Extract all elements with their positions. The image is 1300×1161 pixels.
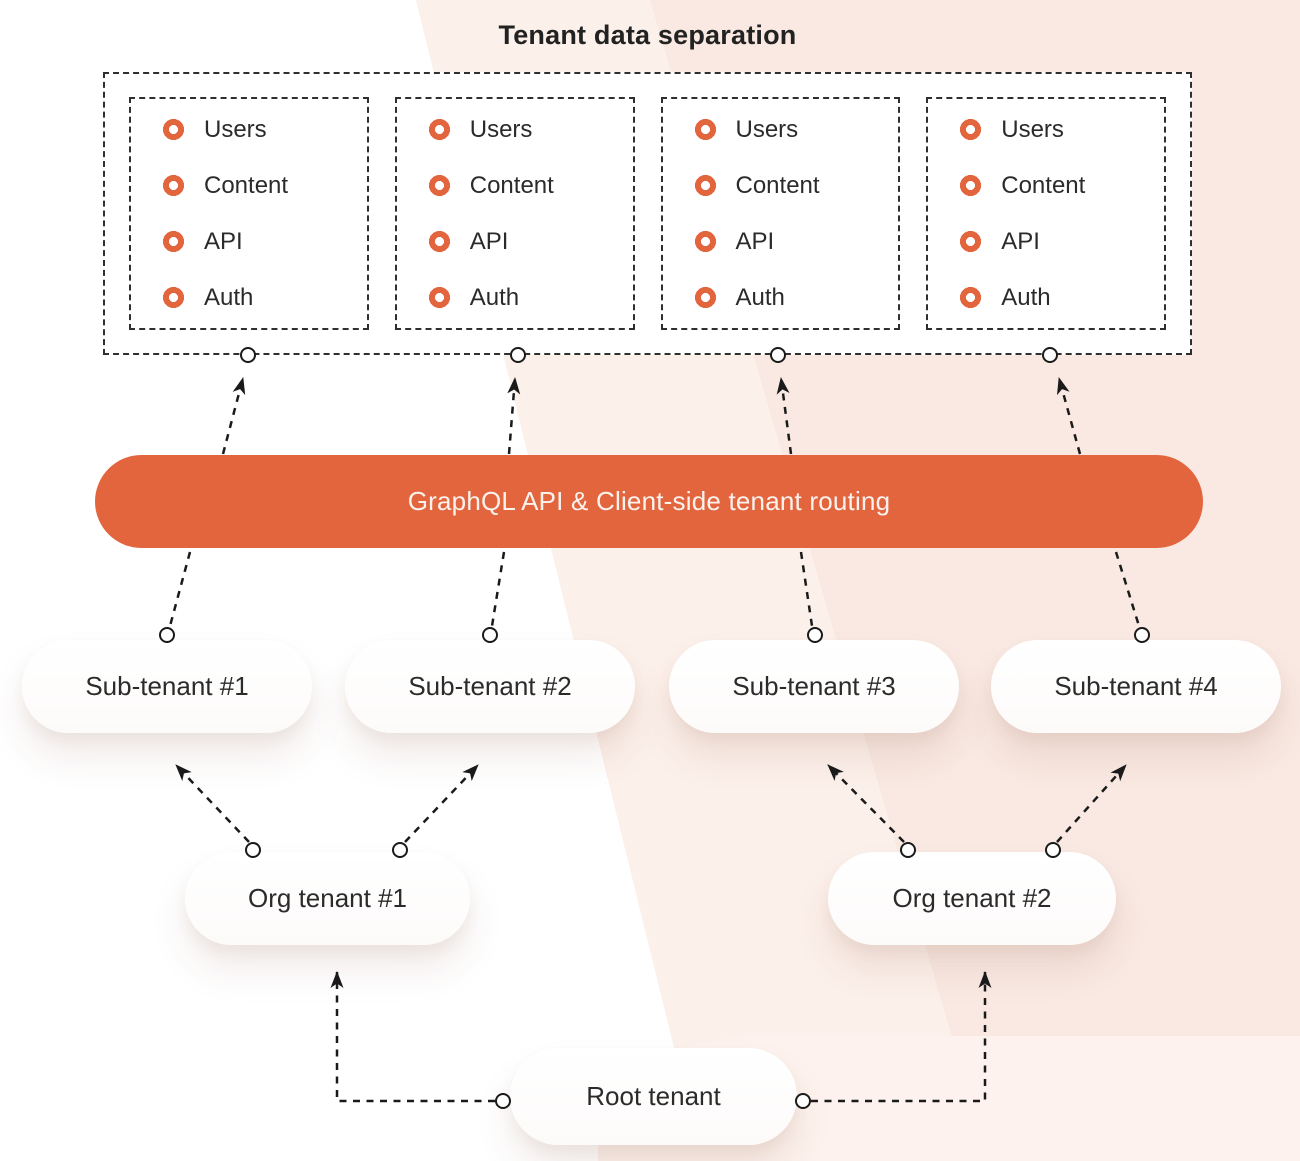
donut-bullet-icon xyxy=(163,119,184,140)
tenant-item: API xyxy=(428,227,633,256)
tenant-item-label: API xyxy=(469,227,509,255)
connector-dot-root-left xyxy=(495,1093,511,1109)
arrow-api-to-box2 xyxy=(507,377,521,455)
connector-dot-root-right xyxy=(795,1093,811,1109)
graphql-api-bar: GraphQL API & Client-side tenant routing xyxy=(95,455,1203,548)
donut-bullet-icon xyxy=(163,175,184,196)
tenant-item: Users xyxy=(163,116,367,144)
connector-sub4-to-api xyxy=(1114,551,1141,627)
node-sub-tenant-1: Sub-tenant #1 xyxy=(22,640,312,733)
arrow-org2-to-sub3 xyxy=(827,764,905,843)
arrow-org1-to-sub1 xyxy=(175,764,250,843)
donut-bullet-icon xyxy=(163,287,184,308)
tenant-item-label: Content xyxy=(204,171,289,199)
donut-bullet-icon xyxy=(960,175,982,196)
arrow-api-to-box3 xyxy=(776,377,793,455)
arrow-org1-to-sub2 xyxy=(404,764,479,843)
node-sub-tenant-4: Sub-tenant #4 xyxy=(991,640,1281,733)
tenant-box-2: Users Content API Auth xyxy=(394,97,635,330)
tenant-item: API xyxy=(694,227,899,256)
tenant-item: API xyxy=(163,228,367,256)
donut-bullet-icon xyxy=(694,231,716,252)
arrow-api-to-box1 xyxy=(221,377,246,455)
tenant-item-label: API xyxy=(735,227,775,255)
tenant-item: Users xyxy=(694,115,899,144)
donut-bullet-icon xyxy=(960,287,982,308)
tenant-item-label: Auth xyxy=(469,283,520,311)
donut-bullet-icon xyxy=(960,231,982,252)
tenant-item: Users xyxy=(428,115,633,144)
donut-bullet-icon xyxy=(694,287,716,308)
donut-bullet-icon xyxy=(428,231,450,252)
node-sub-tenant-3: Sub-tenant #3 xyxy=(669,640,959,733)
node-org-tenant-2: Org tenant #2 xyxy=(828,852,1116,945)
tenant-item: API xyxy=(960,228,1164,256)
donut-bullet-icon xyxy=(163,231,184,252)
tenant-item-label: Users xyxy=(204,115,267,143)
tenant-box-3: Users Content API Auth xyxy=(660,97,901,330)
connector-sub1-to-api xyxy=(168,551,192,627)
donut-bullet-icon xyxy=(428,287,450,308)
arrow-api-to-box4 xyxy=(1056,377,1082,455)
arrow-org2-to-sub4 xyxy=(1056,764,1127,843)
arrow-root-to-org2 xyxy=(811,971,992,1103)
tenant-item-label: Auth xyxy=(1001,283,1051,311)
tenant-item: Auth xyxy=(428,283,633,312)
tenant-item-label: Content xyxy=(469,171,554,199)
tenant-item-label: API xyxy=(1001,227,1040,255)
tenant-item: Content xyxy=(428,171,633,200)
donut-bullet-icon xyxy=(960,119,982,140)
graphql-api-bar-label: GraphQL API & Client-side tenant routing xyxy=(407,486,891,516)
tenant-item-label: Content xyxy=(1001,171,1086,199)
tenant-item: Auth xyxy=(163,284,367,312)
arrow-root-to-org1 xyxy=(330,971,495,1103)
tenant-item-label: Auth xyxy=(204,283,254,311)
tenant-item-label: API xyxy=(204,227,243,255)
tenant-box-1: Users Content API Auth xyxy=(129,97,369,330)
node-root-tenant: Root tenant xyxy=(510,1048,797,1145)
tenant-item: Content xyxy=(960,172,1164,200)
tenant-item: Content xyxy=(163,172,367,200)
tenant-item-label: Users xyxy=(469,115,533,143)
tenant-item: Users xyxy=(960,116,1164,144)
tenant-item-label: Users xyxy=(1001,115,1064,143)
node-org-tenant-1: Org tenant #1 xyxy=(185,852,470,945)
connector-sub2-to-api xyxy=(490,551,506,627)
tenant-item-label: Content xyxy=(735,171,820,199)
node-sub-tenant-2: Sub-tenant #2 xyxy=(345,640,635,733)
donut-bullet-icon xyxy=(694,119,716,140)
connector-sub3-to-api xyxy=(799,551,814,627)
tenant-item: Content xyxy=(694,171,899,200)
tenant-item: Auth xyxy=(694,283,899,312)
donut-bullet-icon xyxy=(694,175,716,196)
tenant-item: Auth xyxy=(960,284,1164,312)
donut-bullet-icon xyxy=(428,119,450,140)
donut-bullet-icon xyxy=(428,175,450,196)
tenant-data-container: Users Content API Auth Users Conte xyxy=(103,72,1192,355)
diagram-title: Tenant data separation xyxy=(498,20,797,50)
tenant-item-label: Auth xyxy=(735,283,785,311)
tenant-item-label: Users xyxy=(735,115,799,143)
tenant-box-4: Users Content API Auth xyxy=(926,97,1166,330)
